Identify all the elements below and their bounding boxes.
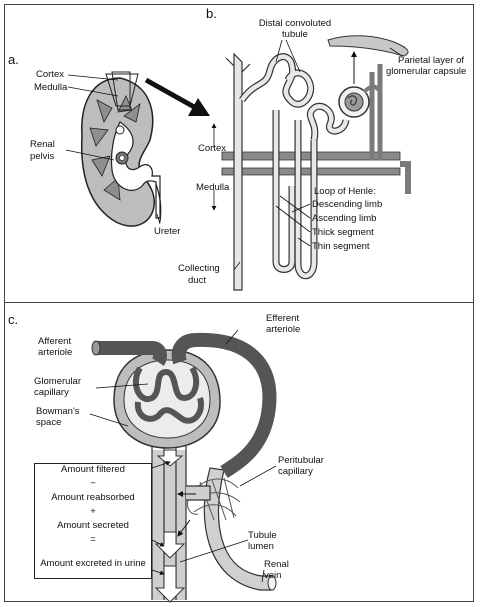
label-efferent-1: Efferent — [266, 313, 300, 324]
parietal-layer-sheet — [327, 35, 409, 57]
label-peritubular-1: Peritubular — [278, 455, 324, 466]
label-bowmans-2: space — [36, 417, 62, 428]
label-cortex-a: Cortex — [36, 69, 64, 80]
label-collecting-2: duct — [188, 275, 206, 286]
label-descending-limb: Descending limb — [312, 199, 383, 210]
collecting-duct — [233, 52, 243, 291]
nephron — [221, 35, 411, 291]
panel-b-leaders — [211, 39, 403, 271]
label-parietal-1: Parietal layer of — [398, 55, 465, 66]
label-ascending-limb: Ascending limb — [312, 213, 377, 224]
label-medulla-b: Medulla — [196, 182, 230, 193]
panel-label-c: c. — [8, 312, 19, 327]
label-ureter: Ureter — [154, 226, 181, 237]
panel-label-a: a. — [8, 52, 19, 67]
eq-amount-secreted: Amount secreted — [57, 520, 129, 531]
label-distal-1: Distal convoluted — [258, 18, 332, 29]
figure-frame — [4, 4, 474, 602]
efferent-arteriole-shape — [171, 332, 277, 478]
label-loop-of-henle: Loop of Henle: — [314, 186, 376, 197]
label-renal-vein-2: vein — [264, 570, 282, 581]
label-renal-pelvis-2: pelvis — [30, 151, 55, 162]
nephron-function — [91, 332, 277, 603]
label-bowmans-1: Bowman's — [36, 406, 80, 417]
equation-box — [34, 463, 152, 579]
panel-a-leaders — [65, 74, 161, 225]
label-medulla-a: Medulla — [34, 82, 68, 93]
label-renal-pelvis-1: Renal — [30, 139, 55, 150]
label-cortex-b: Cortex — [198, 143, 226, 154]
eq-minus-sign: − — [90, 478, 96, 489]
label-tubule-2: lumen — [248, 541, 274, 552]
ureter-tube — [155, 183, 162, 223]
label-glomerular-1: Glomerular — [34, 376, 81, 387]
label-parietal-2: glomerular capsule — [386, 66, 467, 77]
label-tubule-1: Tubule — [248, 530, 277, 541]
eq-plus-sign: + — [90, 506, 96, 517]
eq-amount-reabsorbed: Amount reabsorbed — [51, 492, 135, 503]
label-collecting-1: Collecting — [178, 263, 220, 274]
label-efferent-2: arteriole — [266, 324, 301, 335]
label-afferent-1: Afferent — [38, 336, 72, 347]
label-glomerular-2: capillary — [34, 387, 69, 398]
panel-divider — [4, 302, 474, 303]
label-thin-segment: Thin segment — [312, 241, 370, 252]
kidney-section — [80, 71, 162, 227]
panel-label-b: b. — [206, 6, 217, 21]
label-afferent-2: arteriole — [38, 347, 73, 358]
eq-amount-filtered: Amount filtered — [61, 464, 125, 475]
label-renal-vein-1: Renal — [264, 559, 289, 570]
eq-equals-sign: = — [90, 534, 96, 545]
zoom-arrow — [144, 77, 210, 116]
label-peritubular-2: capillary — [278, 466, 313, 477]
eq-amount-excreted: Amount excreted in urine — [40, 558, 146, 569]
panel-c-leaders — [89, 329, 277, 583]
label-thick-segment: Thick segment — [312, 227, 374, 238]
label-distal-2: tubule — [282, 29, 308, 40]
